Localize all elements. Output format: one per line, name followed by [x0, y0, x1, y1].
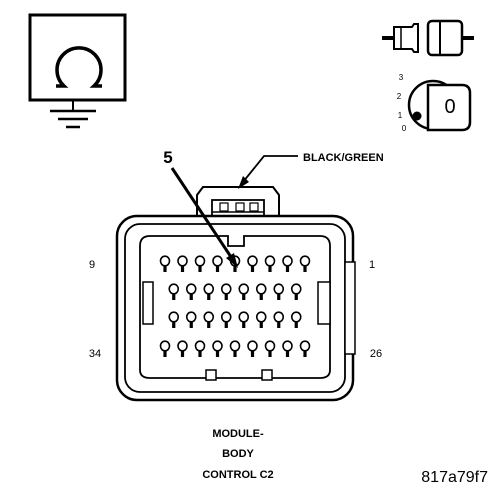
connector-pin	[264, 340, 276, 357]
key-position-1: 1	[398, 111, 403, 120]
connector-pin	[194, 255, 206, 272]
connector-pin	[247, 255, 258, 272]
connector-pin	[247, 340, 258, 357]
pin-label-1: 1	[369, 259, 375, 271]
connector-pin	[203, 311, 215, 328]
connector-pin-grid	[159, 255, 311, 357]
connector-pin	[255, 311, 267, 328]
figure-id: 817a79f7	[421, 469, 488, 486]
ignition-key-icon: 3 2 1 0 0	[397, 73, 472, 133]
connector-pin	[299, 340, 311, 357]
connector-pin	[273, 311, 285, 328]
pin-label-9: 9	[89, 259, 95, 271]
connector-pin	[168, 311, 180, 328]
connector-pin	[282, 255, 293, 272]
pin-callout-arrow	[170, 167, 238, 268]
pin-callout-number: 5	[163, 148, 172, 167]
connector-pin	[212, 255, 223, 272]
caption-line-2: BODY	[222, 448, 254, 460]
connector-pin	[290, 283, 302, 300]
ohmmeter-ground-icon	[28, 13, 127, 129]
connector-pin	[220, 283, 232, 300]
connector-pin	[177, 255, 188, 272]
key-position-3: 3	[399, 73, 404, 82]
caption-line-1: MODULE-	[212, 428, 264, 440]
key-position-0: 0	[402, 124, 407, 133]
connector-pin	[159, 340, 171, 357]
connector-body	[115, 186, 356, 402]
connector-pin	[212, 340, 223, 357]
connector-pin	[203, 283, 215, 300]
connector-pin	[229, 340, 241, 357]
connector-pin	[273, 283, 285, 300]
caption-line-3: CONTROL C2	[202, 469, 273, 481]
key-value: 0	[444, 96, 455, 118]
connector-pin	[194, 340, 206, 357]
connector-plug-icon	[382, 19, 474, 57]
connector-pin	[264, 255, 276, 272]
connector-pin	[290, 311, 302, 328]
connector-pin	[282, 340, 293, 357]
connector-pin	[168, 283, 180, 300]
wire-color-label: BLACK/GREEN	[303, 152, 384, 164]
connector-pin	[238, 283, 250, 300]
key-position-2: 2	[397, 92, 402, 101]
connector-pin	[185, 283, 197, 300]
connector-pin	[238, 311, 250, 328]
connector-pin	[220, 311, 232, 328]
pin-label-34: 34	[89, 348, 101, 360]
connector-pin	[177, 340, 188, 357]
connector-pin	[185, 311, 197, 328]
connector-pin	[159, 255, 171, 272]
pin-label-26: 26	[370, 348, 382, 360]
connector-pin	[255, 283, 267, 300]
wire-color-leader	[238, 155, 298, 189]
connector-pin	[299, 255, 311, 272]
